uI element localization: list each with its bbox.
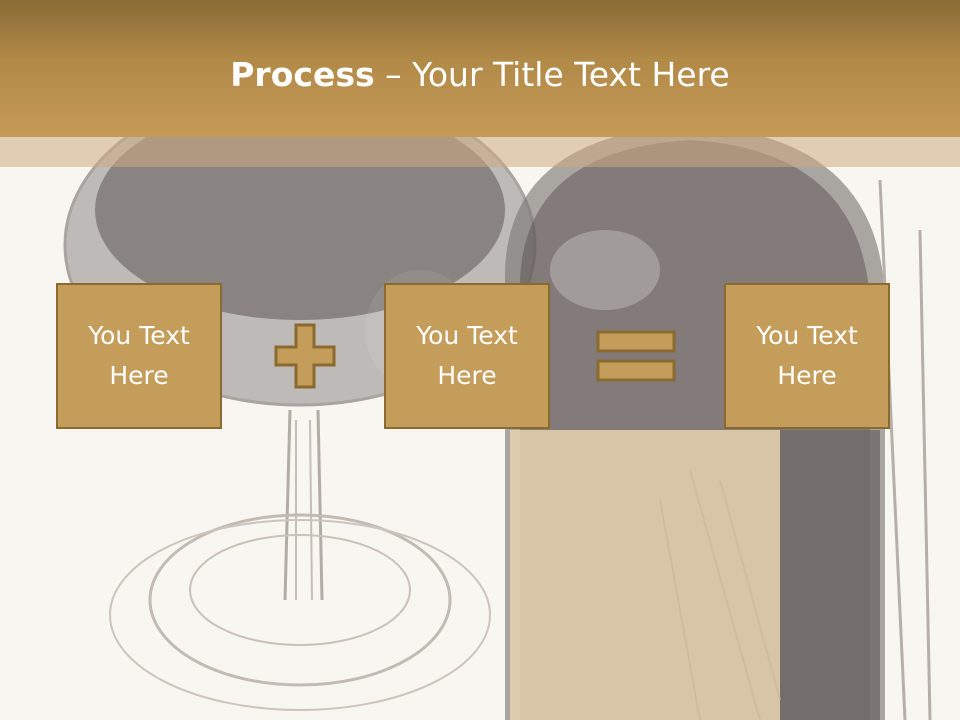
- process-box-1[interactable]: You Text Here: [56, 283, 222, 429]
- title-banner-strip: [0, 137, 960, 167]
- title-banner: [0, 0, 960, 137]
- equals-icon: [596, 330, 676, 382]
- slide-title-text: – Your Title Text Here: [374, 55, 730, 94]
- slide-title: Process – Your Title Text Here: [0, 52, 960, 98]
- plus-icon: [274, 323, 336, 389]
- process-box-result[interactable]: You Text Here: [724, 283, 890, 429]
- slide-title-bold: Process: [230, 55, 375, 94]
- process-box-2[interactable]: You Text Here: [384, 283, 550, 429]
